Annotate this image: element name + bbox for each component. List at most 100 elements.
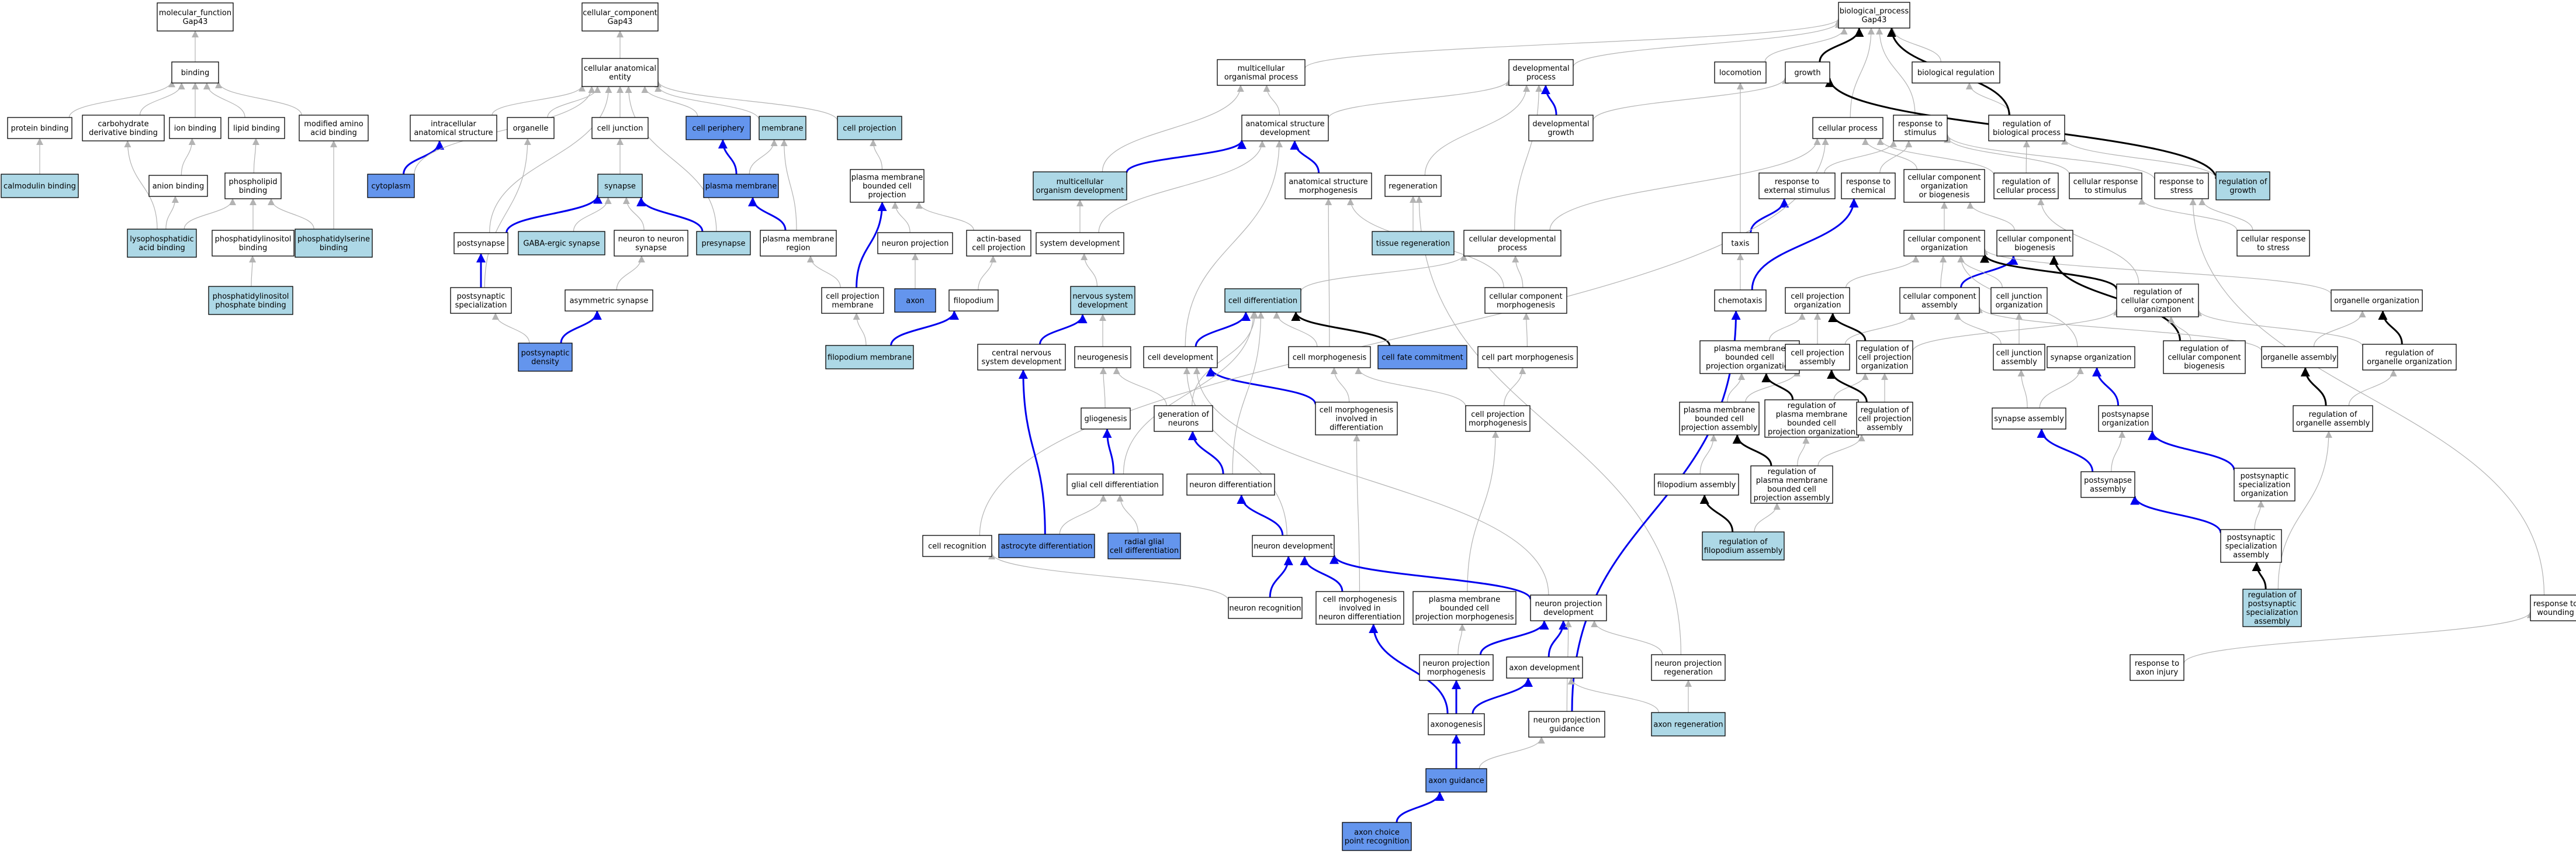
go-term-node-gaba-synapse[interactable]: GABA-ergic synapse (518, 231, 605, 255)
go-term-node-cell-development[interactable]: cell development (1143, 346, 1218, 368)
go-term-node-cytoplasm[interactable]: cytoplasm (367, 174, 415, 198)
go-term-node-neuron-recog[interactable]: neuron recognition (1228, 597, 1303, 619)
go-term-node-cpart-morph[interactable]: cell part morphogenesis (1477, 346, 1578, 368)
go-term-node-axon-guidance[interactable]: axon guidance (1425, 768, 1487, 793)
go-term-node-presynapse[interactable]: presynapse (696, 231, 751, 255)
go-term-node-taxis[interactable]: taxis (1722, 232, 1759, 254)
go-term-node-neuron-dev[interactable]: neuron development (1252, 535, 1335, 557)
go-term-node-neurogenesis[interactable]: neurogenesis (1074, 346, 1131, 368)
go-term-node-cell-morph[interactable]: cell morphogenesis (1288, 346, 1371, 368)
go-term-node-axon-regen[interactable]: axon regeneration (1651, 712, 1726, 737)
go-term-node-ion-binding[interactable]: ion binding (169, 117, 221, 139)
go-term-node-filopodium-membrane[interactable]: filopodium membrane (825, 345, 914, 369)
go-term-node-filopodium-assembly[interactable]: filopodium assembly (1654, 473, 1739, 496)
go-term-node-anion-binding[interactable]: anion binding (148, 175, 208, 197)
go-term-node-neuron-projection[interactable]: neuron projection (877, 232, 953, 254)
go-term-node-gliogenesis[interactable]: gliogenesis (1081, 407, 1131, 430)
go-term-node-bio-reg[interactable]: biological regulation (1912, 61, 2000, 84)
go-term-node-cellular-process[interactable]: cellular process (1812, 117, 1883, 139)
go-term-node-protein-binding[interactable]: protein binding (7, 117, 72, 139)
go-term-node-synapse[interactable]: synapse (597, 174, 643, 198)
go-term-node-membrane[interactable]: membrane (759, 116, 806, 140)
go-term-node-tissue-regen[interactable]: tissue regeneration (1372, 231, 1455, 255)
go-term-node-cell-periphery[interactable]: cell periphery (685, 116, 751, 140)
go-term-node-cell-projection[interactable]: cell projection (837, 116, 902, 140)
go-term-node-growth[interactable]: growth (1785, 61, 1830, 84)
go-term-node-organelle-org[interactable]: organelle organization (2331, 289, 2423, 312)
go-term-node-asym-synapse[interactable]: asymmetric synapse (565, 289, 653, 312)
go-term-node-cell-diff[interactable]: cell differentiation (1224, 288, 1301, 313)
go-term-node-filopodium[interactable]: filopodium (948, 289, 999, 312)
go-term-node-axon[interactable]: axon (894, 288, 936, 313)
go-term-node-axonogenesis[interactable]: axonogenesis (1428, 713, 1485, 735)
go-term-node-calmodulin[interactable]: calmodulin binding (1, 174, 79, 198)
go-term-node-astro-diff[interactable]: astrocyte differentiation (998, 534, 1095, 558)
go-term-node-system-dev[interactable]: system development (1036, 232, 1124, 254)
go-term-node-cell-recognition[interactable]: cell recognition (922, 535, 992, 557)
go-term-node-reg-psa[interactable]: regulation ofpostsynapticspecializationa… (2242, 589, 2302, 627)
go-term-node-lipid-binding[interactable]: lipid binding (228, 117, 285, 139)
go-term-node-synapse-org[interactable]: synapse organization (2047, 346, 2135, 368)
go-term-node-chemotaxis[interactable]: chemotaxis (1714, 289, 1767, 312)
go-term-node-organelle-assembly[interactable]: organelle assembly (2261, 346, 2338, 368)
go-term-node-postsynapse[interactable]: postsynapse (453, 232, 508, 254)
